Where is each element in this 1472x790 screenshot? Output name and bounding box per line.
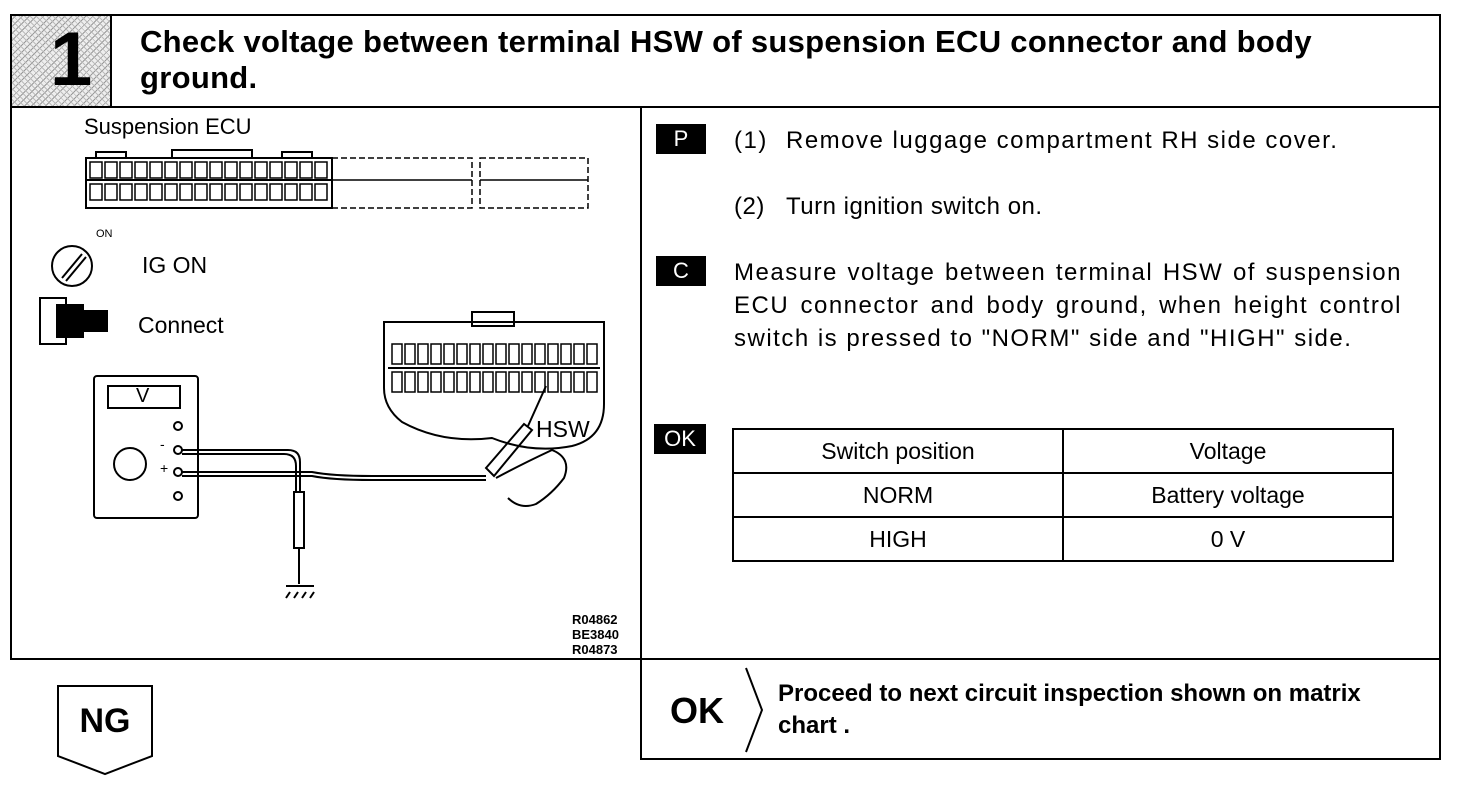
table-cell: NORM	[732, 472, 1064, 518]
table-cell: 0 V	[1062, 516, 1394, 562]
ok-arrow-shape	[745, 667, 764, 753]
ignition-switch-icon	[51, 245, 93, 287]
ng-result-box: NG	[56, 684, 154, 776]
table-row: NORM Battery voltage	[732, 472, 1394, 518]
check-badge: C	[656, 256, 706, 286]
voltmeter-icon	[93, 375, 199, 519]
ok-label: OK	[670, 690, 724, 731]
ecu-connector-icon	[85, 149, 589, 209]
prep-step-2: (2) Turn ignition switch on.	[734, 190, 1414, 223]
prep-step-number: (2)	[734, 193, 765, 220]
step-title: Check voltage between terminal HSW of su…	[140, 24, 1312, 95]
connect-label: Connect	[138, 312, 224, 338]
figure-codes: R04862 BE3840 R04873	[572, 612, 619, 657]
table-cell: Battery voltage	[1062, 472, 1394, 518]
test-leads	[182, 449, 486, 584]
ok-badge: OK	[654, 424, 706, 454]
ng-pentagon-shape	[57, 685, 153, 776]
check-text: Measure voltage between terminal HSW of …	[734, 259, 1402, 352]
figure-code: R04873	[572, 642, 618, 657]
table-header-row: Switch position Voltage	[732, 428, 1394, 474]
meter-minus-sign: -	[160, 436, 165, 452]
prep-step-1: (1) Remove luggage compartment RH side c…	[734, 124, 1414, 157]
step-header: 1 Check voltage between terminal HSW of …	[10, 14, 1441, 106]
ignition-label: IG ON	[142, 252, 208, 278]
procedure-panel: P (1) Remove luggage compartment RH side…	[640, 106, 1441, 660]
table-header: Switch position	[732, 428, 1064, 474]
prep-step-number: (1)	[734, 127, 768, 154]
figure-code: BE3840	[572, 627, 619, 642]
ok-result-box: OK Proceed to next circuit inspection sh…	[640, 660, 1441, 760]
wiring-diagram	[39, 149, 605, 599]
ng-label: NG	[79, 702, 131, 740]
connector-backprobe-icon	[383, 311, 605, 507]
ecu-label: Suspension ECU	[84, 114, 252, 139]
prep-step-text: Remove luggage compartment RH side cover…	[786, 127, 1339, 154]
prep-step-text: Turn ignition switch on.	[786, 193, 1043, 220]
table-row: HIGH 0 V	[732, 516, 1394, 562]
connector-icon	[39, 297, 108, 345]
ignition-on-mark: ON	[96, 228, 113, 240]
spec-table: Switch position Voltage NORM Battery vol…	[732, 428, 1394, 562]
ground-symbol-icon	[285, 585, 315, 599]
figure-code: R04862	[572, 612, 618, 627]
table-cell: HIGH	[732, 516, 1064, 562]
hsw-terminal-label: HSW	[536, 416, 590, 442]
ok-next-step-text: Proceed to next circuit inspection shown…	[778, 680, 1361, 739]
prep-badge: P	[656, 124, 706, 154]
table-header: Voltage	[1062, 428, 1394, 474]
meter-plus-sign: +	[160, 460, 169, 476]
step-number: 1	[50, 17, 93, 102]
meter-unit-label: V	[136, 385, 150, 407]
step-number-box: 1	[12, 16, 112, 106]
diagram-panel: Suspension ECU	[10, 106, 642, 660]
